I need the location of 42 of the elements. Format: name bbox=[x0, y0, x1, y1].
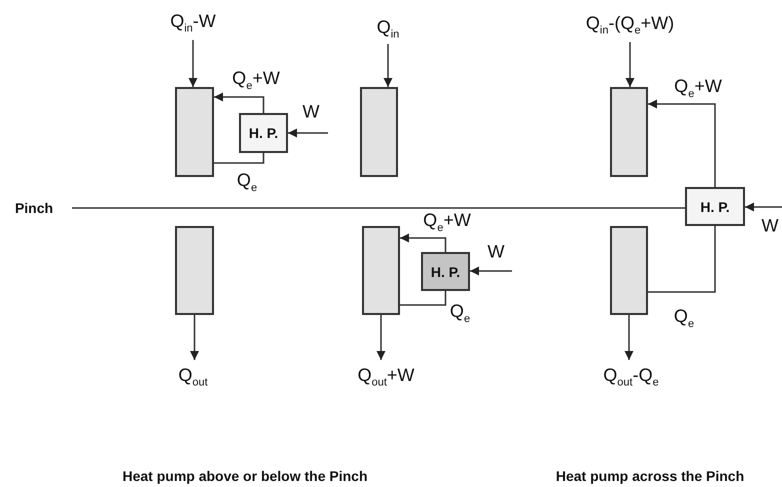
connector-line bbox=[400, 291, 446, 306]
edge-label: Q$_{e}$ bbox=[450, 301, 470, 325]
arrow bbox=[376, 315, 386, 360]
process-block bbox=[610, 87, 648, 177]
process-block bbox=[360, 87, 398, 177]
arrow bbox=[624, 315, 634, 360]
heat-flow-label: Q$_{in}$ bbox=[368, 14, 408, 44]
process-block bbox=[362, 226, 400, 315]
heat-flow-label: Q$_{in}$-(Q$_{e}$+W) bbox=[570, 8, 690, 42]
caption: Heat pump above or below the Pinch bbox=[122, 468, 368, 484]
arrow bbox=[648, 100, 716, 187]
arrow bbox=[190, 315, 199, 360]
edge-label: W bbox=[762, 216, 778, 236]
heat-flow-label: Q$_{out}$ bbox=[168, 360, 218, 394]
edge-label: Q$_{e}$+W bbox=[674, 76, 722, 100]
arrow bbox=[400, 234, 446, 252]
heat-flow-label: Q$_{in}$-W bbox=[158, 6, 228, 40]
process-block bbox=[175, 87, 214, 177]
heat-pump-box: H. P. bbox=[421, 252, 470, 291]
heat-flow-label: Q$_{out}$-Q$_{e}$ bbox=[586, 360, 676, 394]
connector-line bbox=[648, 226, 716, 293]
connector-line bbox=[214, 153, 264, 164]
heat-pump-box: H. P. bbox=[685, 187, 745, 226]
pinch-label: Pinch bbox=[14, 200, 54, 216]
arrow bbox=[384, 44, 392, 87]
arrow bbox=[470, 266, 512, 276]
heat-flow-label: Q$_{out}$+W bbox=[340, 360, 432, 394]
edge-label: Q$_{e}$ bbox=[674, 306, 694, 330]
arrow bbox=[214, 92, 264, 113]
heat-pump-box: H. P. bbox=[239, 113, 288, 153]
edge-label: Q$_{e}$+W bbox=[232, 68, 280, 92]
arrow bbox=[188, 40, 198, 87]
process-block bbox=[610, 226, 648, 315]
edge-label: W bbox=[302, 102, 320, 122]
edge-label: Q$_{e}$+W bbox=[423, 210, 471, 234]
arrow bbox=[288, 128, 328, 138]
arrow bbox=[626, 42, 634, 87]
caption: Heat pump across the Pinch bbox=[556, 468, 744, 484]
edge-label: Q$_{e}$ bbox=[236, 170, 258, 194]
edge-label: W bbox=[488, 242, 504, 262]
arrow bbox=[745, 202, 782, 212]
process-block bbox=[175, 226, 214, 315]
